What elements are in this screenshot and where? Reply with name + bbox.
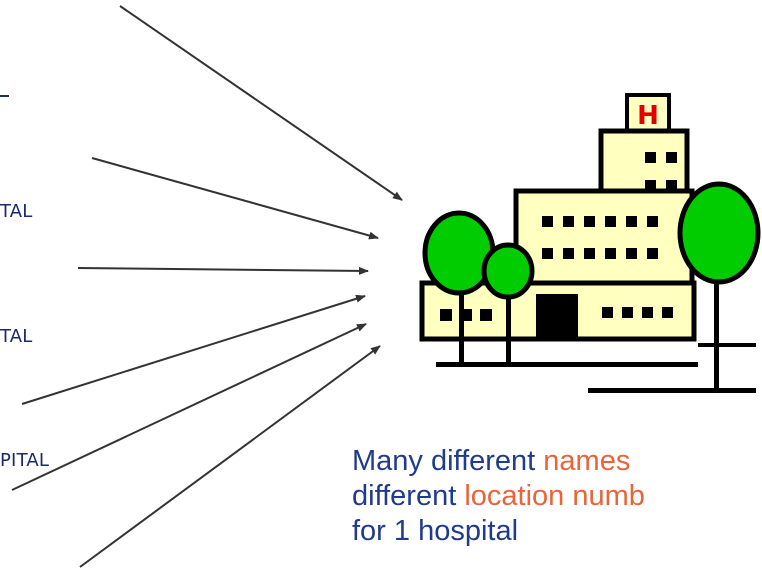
hospital-name-label-3: PITAL — [0, 450, 50, 471]
arrow-icon — [91, 157, 379, 240]
caption-highlight-location: location numb — [464, 480, 645, 512]
tree-icon — [677, 181, 761, 392]
entrance-door — [536, 294, 578, 340]
caption-line-2-text: different — [352, 480, 465, 512]
caption-line-3: for 1 hospital — [352, 515, 519, 547]
arrow-icon — [21, 294, 366, 405]
ground-line — [436, 362, 698, 367]
ground-line — [698, 343, 756, 347]
caption-line-1: Many different names — [352, 444, 645, 479]
hospital-building-icon: H — [419, 93, 761, 393]
arrow-icon — [79, 345, 381, 568]
caption-text: Many different names different location … — [352, 444, 645, 549]
caption-line-1-text: Many different — [352, 445, 544, 477]
hospital-name-label-2: TAL — [0, 326, 33, 347]
arrow-icon — [77, 266, 369, 275]
hospital-name-label-1: TAL — [0, 201, 33, 222]
arrow-icon — [119, 5, 403, 201]
hospital-sign-icon: H — [637, 101, 659, 131]
caption-line-2: different location numb — [352, 479, 645, 514]
tree-icon — [481, 242, 535, 362]
ground-line — [588, 388, 756, 393]
label-fragment-line — [0, 95, 9, 97]
caption-highlight-names: names — [543, 445, 631, 477]
arrow-icon — [11, 323, 367, 491]
tree-icon — [422, 210, 496, 364]
